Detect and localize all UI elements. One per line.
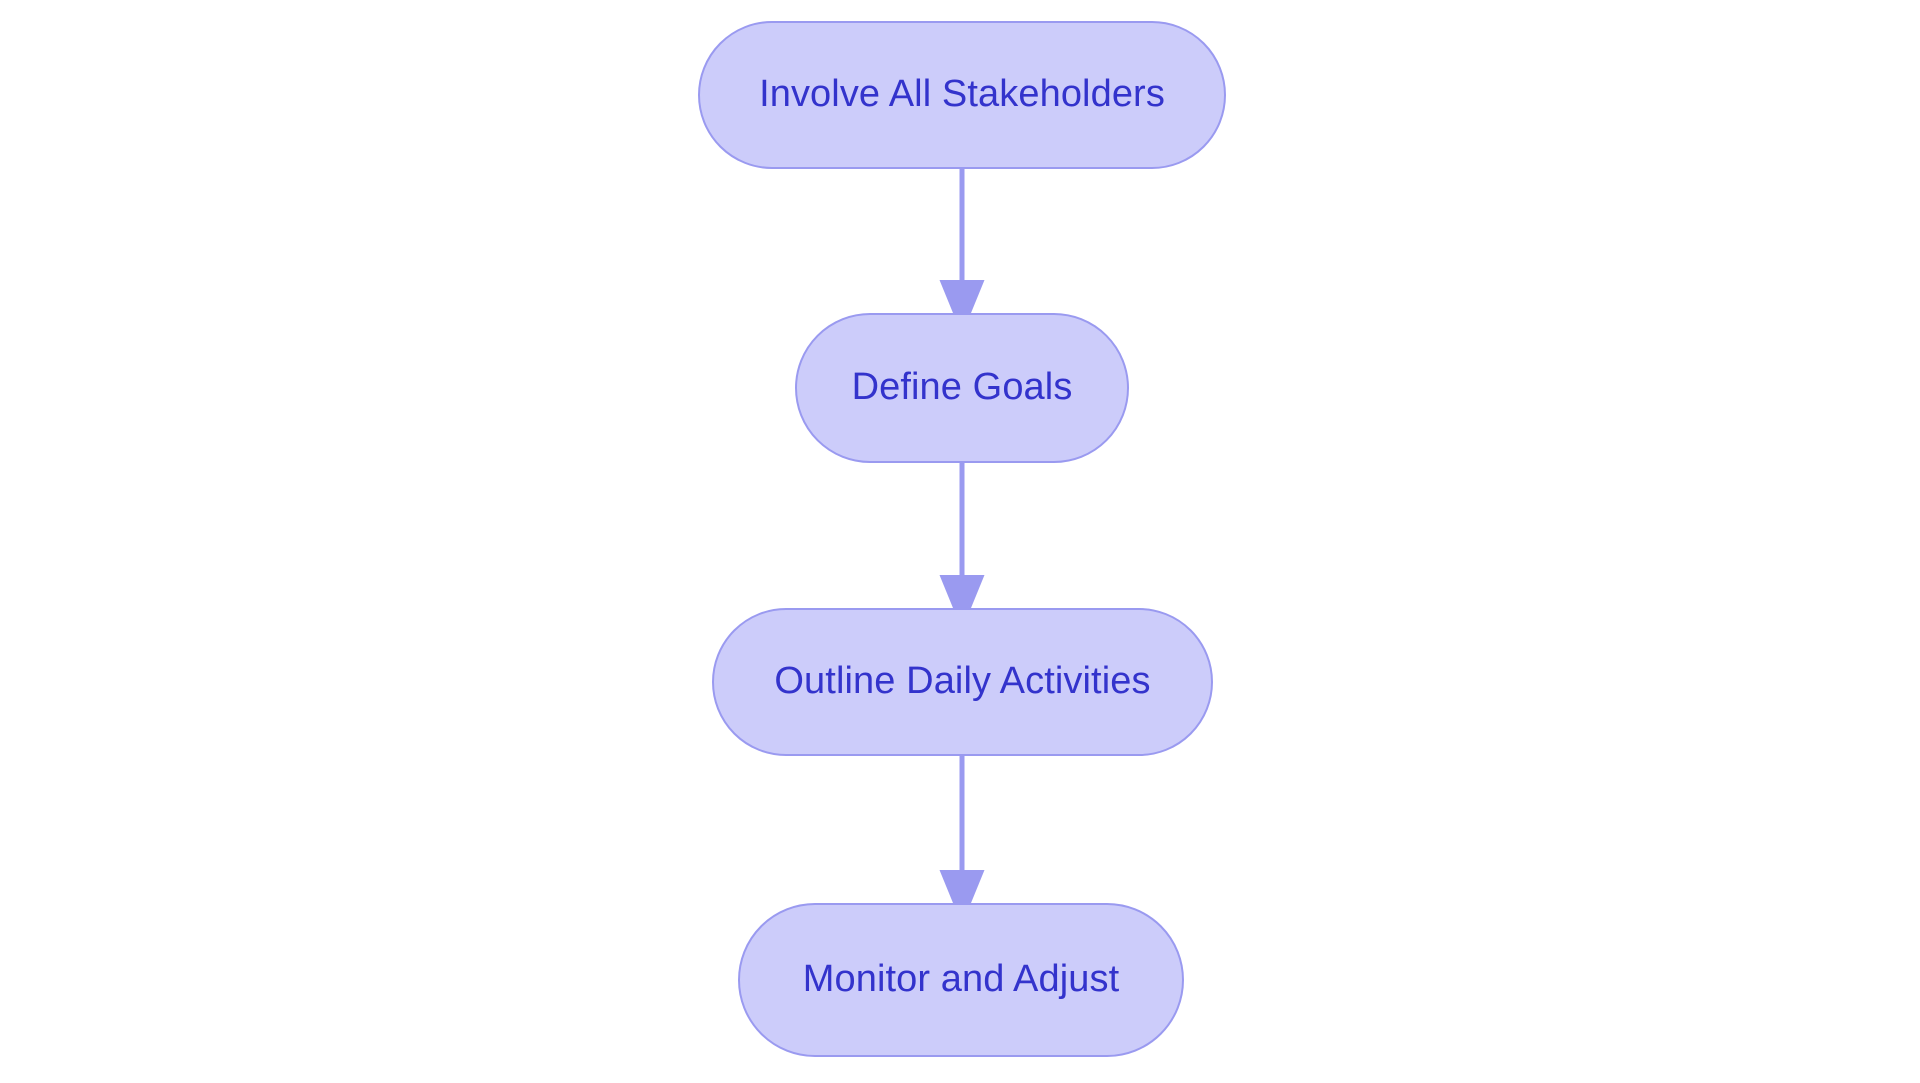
node-outline-daily-activities[interactable]: Outline Daily Activities (712, 608, 1213, 756)
node-involve-all-stakeholders[interactable]: Involve All Stakeholders (698, 21, 1226, 169)
node-define-goals[interactable]: Define Goals (795, 313, 1129, 463)
node-label: Define Goals (851, 366, 1073, 409)
node-monitor-and-adjust[interactable]: Monitor and Adjust (738, 903, 1184, 1057)
node-label: Involve All Stakeholders (759, 73, 1165, 116)
node-label: Outline Daily Activities (774, 660, 1151, 703)
node-label: Monitor and Adjust (802, 958, 1120, 1001)
